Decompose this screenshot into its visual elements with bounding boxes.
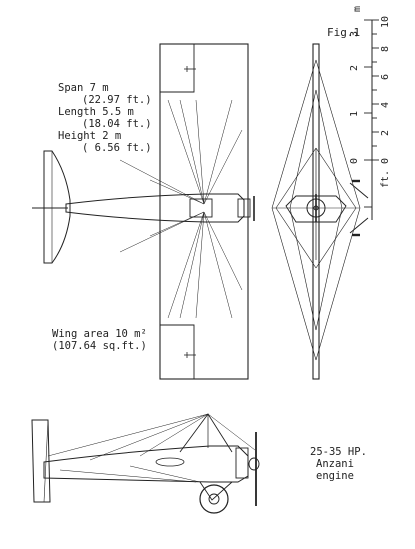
scale-ft-tick-2: 2 <box>380 130 391 136</box>
engine-make: Anzani <box>316 458 354 470</box>
scale-ft-tick-0: 0 <box>380 158 391 164</box>
side-fuselage <box>43 445 249 483</box>
plan-tail-stabilizer <box>43 150 71 264</box>
scale-ft-unit: ft. <box>380 170 391 188</box>
front-view <box>271 43 369 380</box>
plan-wing-outline <box>159 43 249 380</box>
scale-m-tick-2: 2 <box>349 65 360 71</box>
side-view <box>31 413 260 514</box>
scale-ft-tick-8: 8 <box>380 46 391 52</box>
scale-ft-tick-6: 6 <box>380 74 391 80</box>
spec-length: Length 5.5 m <box>58 106 134 118</box>
spec-span-ft: (22.97 ft.) <box>82 94 152 106</box>
plan-aileron-upper <box>160 44 195 93</box>
spec-length-ft: (18.04 ft.) <box>82 118 152 130</box>
figure-label: Fig.1 <box>327 26 361 39</box>
engine-word: engine <box>316 470 354 482</box>
front-wing <box>312 43 320 380</box>
wing-area-sqft: (107.64 sq.ft.) <box>52 340 147 352</box>
side-rudder <box>31 419 51 503</box>
scale-m-tick-1: 1 <box>349 111 360 117</box>
spec-height-ft: ( 6.56 ft.) <box>82 142 152 154</box>
spec-span: Span 7 m <box>58 82 109 94</box>
plan-fuselage <box>65 193 245 223</box>
scale-m-tick-0: 0 <box>349 158 360 164</box>
scale-ft-tick-10: 10 <box>380 16 391 28</box>
wing-area: Wing area 10 m² <box>52 328 147 340</box>
spec-height: Height 2 m <box>58 130 122 142</box>
plan-aileron-lower <box>160 324 195 379</box>
scale-m-unit: m <box>352 6 363 12</box>
scale-bar: m 3 2 1 0 10 8 6 4 2 0 ft. <box>349 6 391 220</box>
scale-ft-tick-4: 4 <box>380 102 391 108</box>
side-wheel <box>199 484 229 514</box>
scale-m-tick-3: 3 <box>349 31 360 37</box>
engine-power: 25-35 HP. <box>310 446 367 458</box>
plan-view <box>32 43 255 380</box>
